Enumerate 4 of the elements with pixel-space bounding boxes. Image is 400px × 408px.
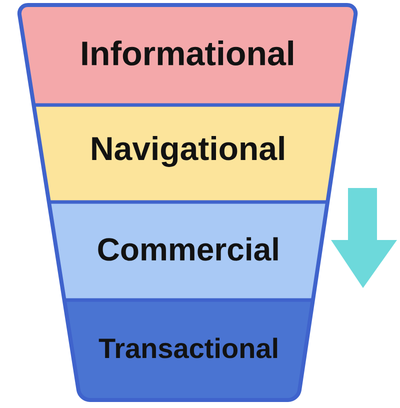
funnel-band: Navigational xyxy=(28,105,348,202)
funnel-band: Informational xyxy=(19,5,356,105)
funnel-band: Commercial xyxy=(44,202,333,300)
funnel-band: Transactional xyxy=(59,300,318,400)
